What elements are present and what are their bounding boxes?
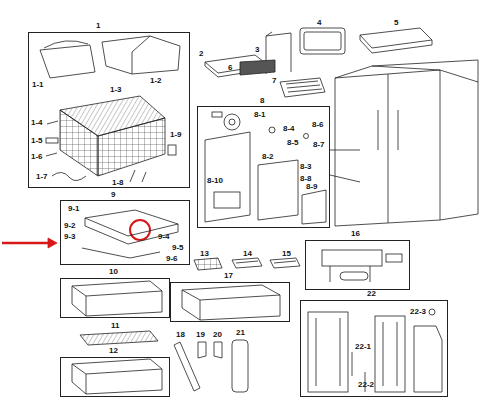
- callout-number: 22: [367, 289, 376, 298]
- callout-number: 4: [317, 18, 321, 27]
- parts-group-box: 88-18-48-68-58-78-28-38-88-98-10: [197, 106, 330, 228]
- callout-number: 14: [243, 249, 252, 258]
- callout-number: 1-7: [36, 172, 48, 181]
- callout-number: 1-6: [31, 152, 43, 161]
- callout-number: 1-1: [32, 80, 44, 89]
- callout-number: 9-1: [68, 204, 80, 213]
- callout-number: 8-6: [312, 120, 324, 129]
- callout-number: 6: [228, 63, 232, 72]
- parts-group-box: 11-11-21-31-41-51-61-71-81-9: [28, 32, 190, 188]
- callout-number: 20: [213, 330, 222, 339]
- callout-number: 9-2: [64, 221, 76, 230]
- callout-number: 1-2: [150, 76, 162, 85]
- callout-number: 9-3: [64, 232, 76, 241]
- callout-number: 7: [272, 76, 276, 85]
- callout-number: 1-5: [31, 136, 43, 145]
- parts-group-box: 12: [60, 357, 170, 397]
- callout-number: 22-1: [355, 342, 371, 351]
- callout-number: 18: [176, 330, 185, 339]
- callout-number: 9-5: [172, 243, 184, 252]
- callout-number: 22-3: [410, 307, 426, 316]
- callout-number: 8-8: [300, 174, 312, 183]
- callout-number: 8-2: [262, 152, 274, 161]
- callout-number: 8: [260, 96, 264, 105]
- callout-number: 22-2: [358, 380, 374, 389]
- callout-number: 2: [199, 49, 203, 58]
- callout-number: 1: [96, 21, 100, 30]
- callout-number: 13: [200, 249, 209, 258]
- callout-number: 1-3: [110, 85, 122, 94]
- parts-group-box: 99-19-29-39-49-59-6: [60, 200, 190, 265]
- callout-number: 1-8: [112, 178, 124, 187]
- parts-group-box: 2222-322-122-2: [300, 300, 448, 397]
- callout-number: 11: [111, 321, 119, 330]
- callout-number: 19: [196, 330, 205, 339]
- callout-number: 16: [351, 229, 360, 238]
- callout-number: 8-7: [313, 140, 325, 149]
- callout-number: 8-1: [254, 110, 266, 119]
- parts-group-box: 17: [170, 282, 290, 322]
- callout-number: 8-10: [207, 176, 223, 185]
- callout-number: 8-4: [283, 124, 295, 133]
- callout-number: 1-4: [31, 118, 43, 127]
- callout-number: 10: [109, 267, 118, 276]
- callout-number: 8-3: [300, 162, 312, 171]
- callout-number: 9: [111, 190, 115, 199]
- parts-group-box: 16: [305, 240, 410, 290]
- callout-number: 9-4: [158, 232, 170, 241]
- callout-number: 21: [236, 328, 245, 337]
- parts-group-box: 10: [60, 278, 170, 318]
- callout-number: 17: [224, 271, 233, 280]
- callout-number: 9-6: [166, 254, 178, 263]
- callout-number: 8-9: [306, 182, 318, 191]
- callout-number: 12: [109, 346, 118, 355]
- callout-number: 1-9: [170, 130, 182, 139]
- callout-number: 15: [282, 249, 291, 258]
- callout-number: 5: [394, 18, 398, 27]
- callout-number: 3: [255, 45, 259, 54]
- callout-number: 8-5: [287, 138, 299, 147]
